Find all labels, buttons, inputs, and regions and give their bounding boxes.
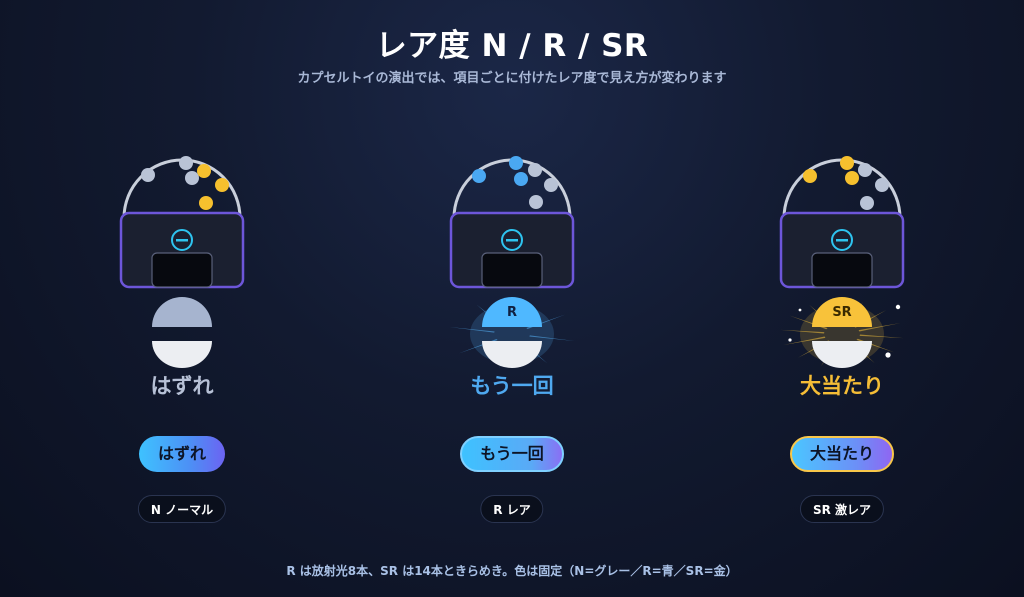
outcome-pill-button[interactable]: もう一回 — [460, 436, 564, 472]
capsule-bottom — [482, 341, 542, 368]
dial-knob-icon — [171, 229, 193, 251]
dial-knob-icon — [501, 229, 523, 251]
footer-note: R は放射光8本、SR は14本ときらめき。色は固定（N=グレー／R=青／SR=… — [286, 564, 738, 578]
ball — [840, 156, 854, 170]
dial-knob-bar — [836, 239, 848, 242]
capsule-label: SR — [832, 305, 851, 320]
dial-knob-bar — [506, 239, 518, 242]
dial-knob-bar — [176, 239, 188, 242]
sparkle — [798, 308, 802, 312]
outcome-pill-button[interactable]: はずれ — [139, 436, 225, 472]
dial-knob-icon — [831, 229, 853, 251]
rarity-badge: SR 激レア — [799, 495, 885, 523]
light-ray — [529, 335, 575, 341]
ball — [179, 156, 193, 170]
capsule-top — [152, 297, 212, 327]
outcome-pill-button[interactable]: 大当たり — [790, 436, 894, 472]
ball — [529, 195, 543, 209]
capsule-slot — [481, 252, 543, 288]
light-ray — [783, 336, 826, 346]
sparkle — [788, 338, 792, 342]
capsule-bottom — [812, 341, 872, 368]
sparkle — [895, 304, 901, 310]
ball — [845, 171, 859, 185]
capsule-machine-sr: SR — [779, 156, 905, 368]
sparkle — [885, 352, 891, 358]
capsule-top — [482, 297, 542, 327]
light-ray — [858, 322, 901, 332]
capsule-slot — [151, 252, 213, 288]
ball — [197, 164, 211, 178]
outcome-text: 大当たり — [800, 374, 884, 398]
rarity-badge: R レア — [480, 495, 544, 523]
ball — [858, 163, 872, 177]
ball — [199, 196, 213, 210]
ball — [472, 169, 486, 183]
ball — [528, 163, 542, 177]
ball — [185, 171, 199, 185]
ball — [509, 156, 523, 170]
light-ray — [859, 334, 904, 339]
outcome-text: はずれ — [150, 374, 214, 398]
capsule-machine-r: R — [449, 156, 575, 369]
capsule-top — [812, 297, 872, 327]
capsule-machine-n — [119, 156, 245, 368]
ball — [215, 178, 229, 192]
rarity-badge: N ノーマル — [137, 495, 227, 523]
capsule-label: R — [507, 305, 517, 320]
light-ray — [449, 327, 495, 333]
ball — [544, 178, 558, 192]
ball — [803, 169, 817, 183]
ball — [141, 168, 155, 182]
ball — [514, 172, 528, 186]
page-title: レア度 N / R / SR — [375, 28, 649, 64]
rarity-card-r: R もう一回 もう一回 R レア — [412, 150, 612, 540]
capsule-slot — [811, 252, 873, 288]
page-subtitle: カプセルトイの演出では、項目ごとに付けたレア度で見え方が変わります — [297, 71, 727, 86]
light-ray — [780, 329, 825, 334]
ball — [860, 196, 874, 210]
ball — [875, 178, 889, 192]
rarity-card-sr: SR 大当たり 大当たり SR 激レア — [742, 150, 942, 540]
outcome-text: もう一回 — [470, 374, 554, 398]
capsule-bottom — [152, 341, 212, 368]
rarity-card-n: はずれ はずれ N ノーマル — [82, 150, 282, 540]
